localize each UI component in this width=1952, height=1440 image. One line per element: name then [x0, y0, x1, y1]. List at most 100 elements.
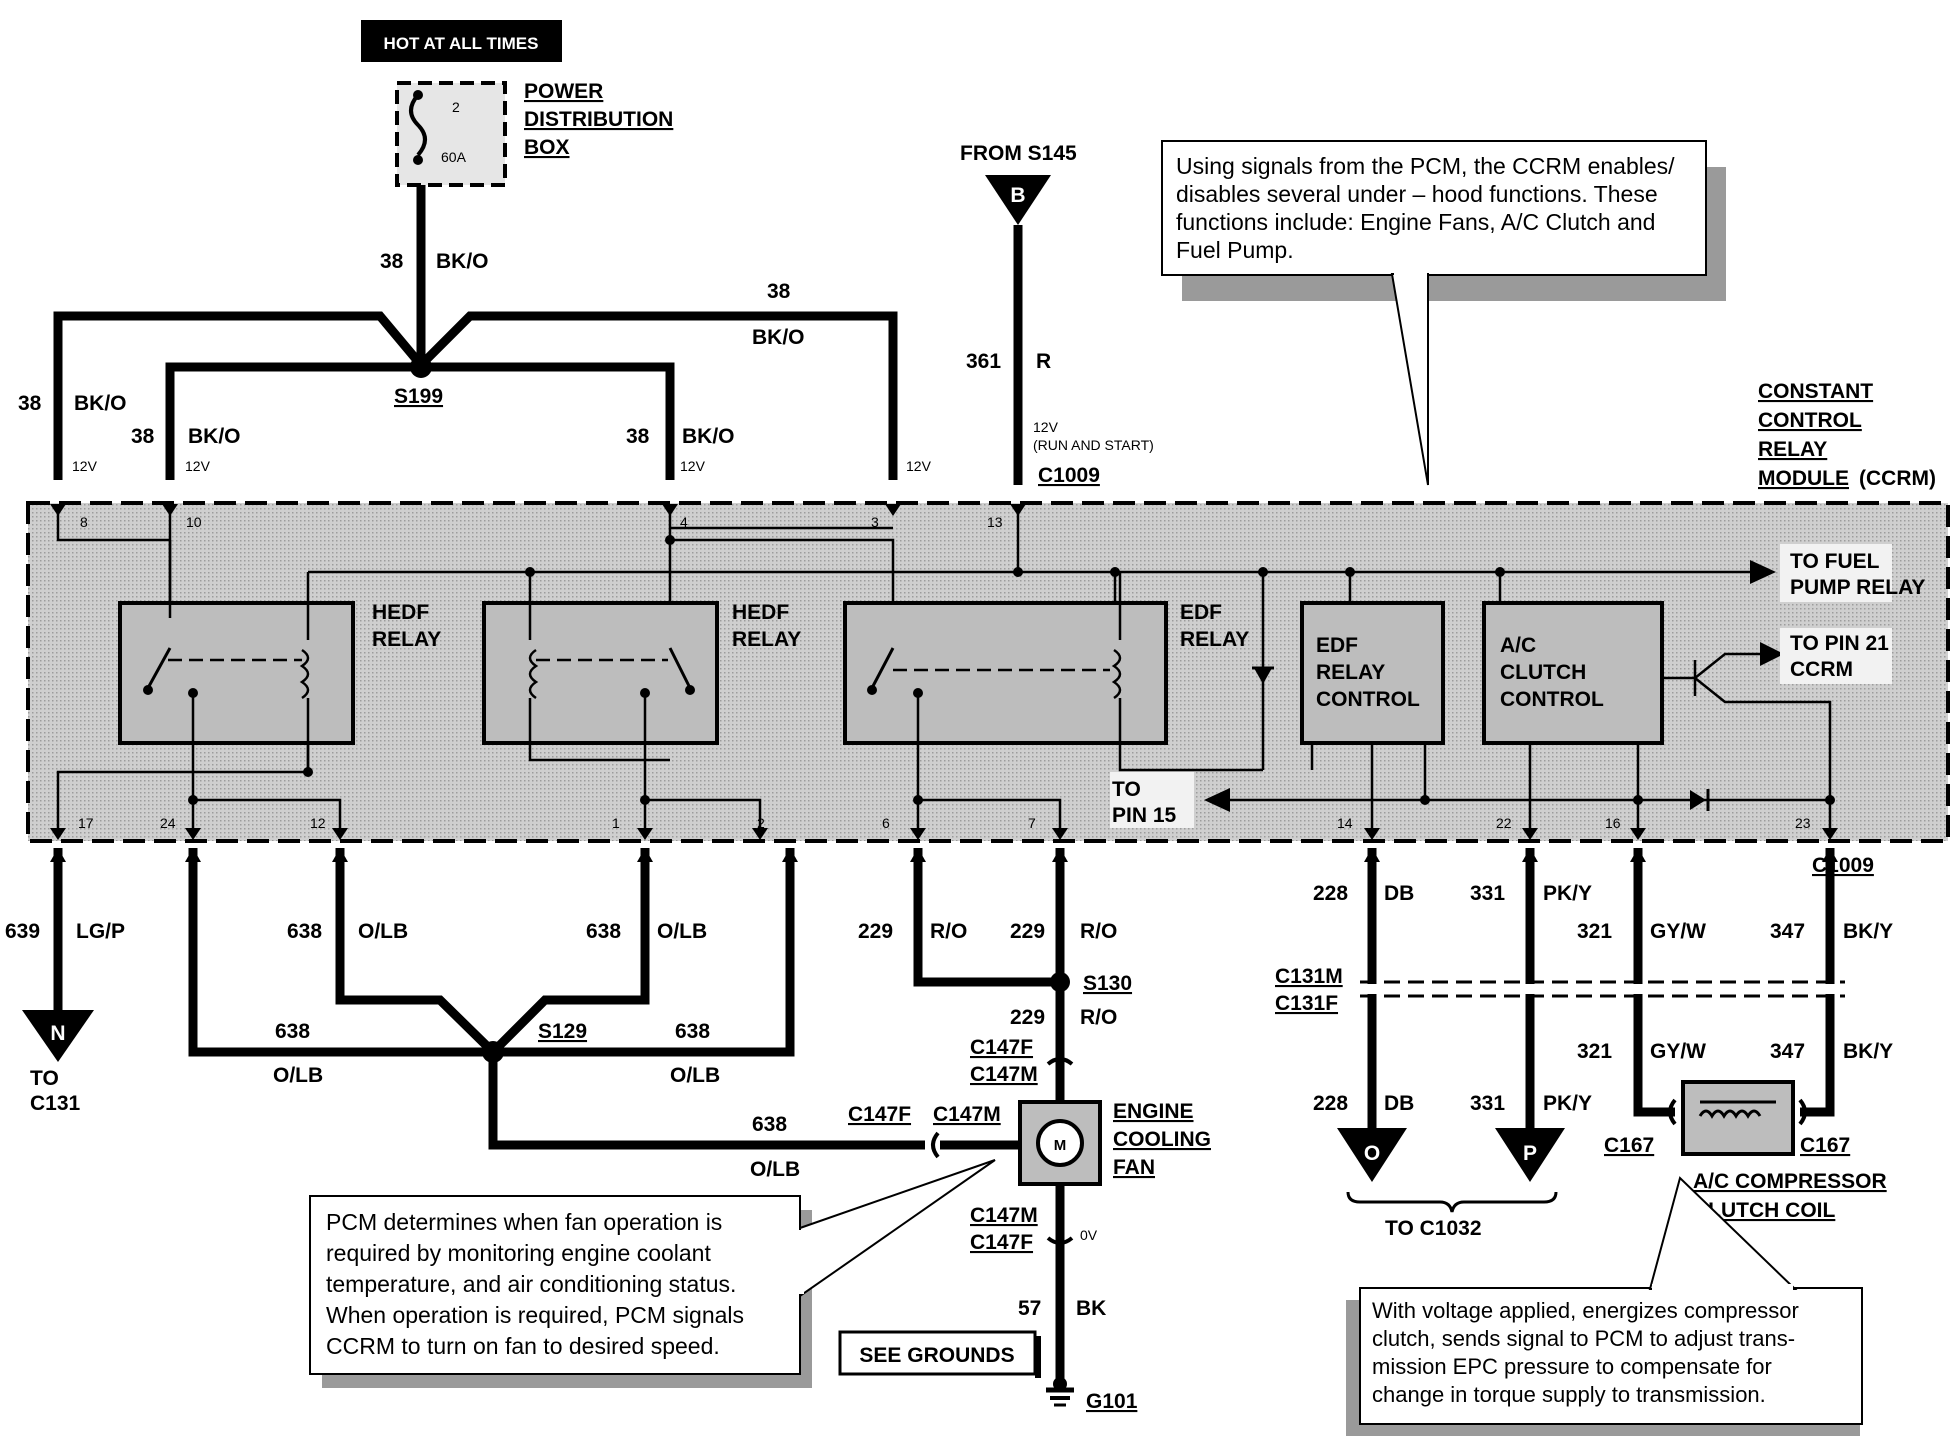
fuse-rating: 60A: [441, 149, 467, 165]
hedf-relay-label: RELAY: [372, 628, 441, 651]
color-label: BK/Y: [1843, 1040, 1893, 1063]
ac-coil-label: CLUTCH COIL: [1693, 1199, 1835, 1222]
connector-b-icon: [985, 175, 1051, 225]
to-c1032-label: TO C1032: [1385, 1217, 1482, 1240]
brace-icon: [1346, 1191, 1558, 1213]
left-output-wires: N 639 LG/P TO C131 638 O/LB 638 O/LB 638…: [5, 848, 1020, 1181]
to-pin15-label: TO: [1112, 778, 1141, 801]
fan-circuit: 229 R/O 229 R/O S130 229 R/O C147F C147M…: [858, 848, 1211, 1413]
relay-coil-icon: [299, 648, 310, 700]
voltage-label: 0V: [1080, 1227, 1098, 1243]
pcm-note-line: required by monitoring engine coolant: [326, 1240, 711, 1266]
diode-icon: [1690, 790, 1706, 810]
pdb-label-2: DISTRIBUTION: [524, 108, 673, 131]
edf-relay-control: EDF RELAY CONTROL: [1300, 601, 1445, 830]
pcm-note-line: PCM determines when fan operation is: [326, 1209, 722, 1235]
ac-control-label: CLUTCH: [1500, 661, 1586, 684]
see-grounds-label: SEE GROUNDS: [859, 1344, 1014, 1367]
see-grounds-button[interactable]: SEE GROUNDS: [838, 1330, 1041, 1378]
circuit-label: 229: [858, 920, 893, 943]
ccrm-module: 8 10 4 3 13 H: [26, 501, 1950, 843]
ccrm-label-line: RELAY: [1758, 438, 1827, 461]
circuit-label: 229: [1010, 1006, 1045, 1029]
s145-feed: FROM S145 B 361 R 12V (RUN AND START) C1…: [960, 142, 1154, 487]
connector-o-icon: [1337, 1128, 1407, 1182]
ccrm-label-line: (CCRM): [1859, 467, 1936, 490]
c147f-label: C147F: [970, 1036, 1033, 1059]
connector-n-icon: [22, 1010, 94, 1062]
pin-label: 22: [1496, 815, 1512, 831]
fuse-number: 2: [452, 99, 460, 115]
ac-control-label: A/C: [1500, 634, 1536, 657]
splice-s130-dot: [1050, 972, 1070, 992]
color-label: BK/O: [682, 425, 735, 448]
ccrm-label-line: CONTROL: [1758, 409, 1862, 432]
ground-icon: [1046, 1377, 1074, 1407]
pin-label: 4: [680, 514, 688, 530]
color-label: DB: [1384, 882, 1414, 905]
splice-s129-dot: [482, 1041, 504, 1063]
power-feed-wires: 38 BK/O S199 38 BK/O 38 BK/O 38 BK/O 38 …: [18, 185, 932, 480]
pcm-note-line: CCRM to turn on fan to desired speed.: [326, 1333, 720, 1359]
ccrm-note-line: Using signals from the PCM, the CCRM ena…: [1176, 153, 1675, 179]
connector-n-label: N: [50, 1022, 65, 1045]
circuit-label: 638: [275, 1020, 310, 1043]
c147m-label: C147M: [970, 1204, 1038, 1227]
ccrm-note-callout: Using signals from the PCM, the CCRM ena…: [1161, 140, 1726, 486]
c131f-label: C131F: [1275, 992, 1338, 1015]
clutch-note-line: mission EPC pressure to compensate for: [1372, 1354, 1772, 1379]
circuit-label: 361: [966, 350, 1001, 373]
pin-label: 13: [987, 514, 1003, 530]
ccrm-bottom-pins: 17 24 12 1 2 6 7 14 22 16 23: [50, 815, 1838, 840]
fan-label: ENGINE: [1113, 1100, 1194, 1123]
motor-label: M: [1054, 1137, 1067, 1154]
ac-control-label: CONTROL: [1500, 688, 1604, 711]
circuit-label: 321: [1577, 920, 1612, 943]
edf-relay-label: EDF: [1180, 601, 1222, 624]
color-label: O/LB: [657, 920, 707, 943]
right-output-wires: 228 DB 331 PK/Y 321 GY/W 347 BK/Y C131M …: [1275, 848, 1893, 1240]
clutch-note-line: change in torque supply to transmission.: [1372, 1382, 1766, 1407]
pin-label: 3: [871, 514, 879, 530]
circuit-label: 347: [1770, 920, 1805, 943]
ccrm-note-line: disables several under – hood functions.…: [1176, 181, 1658, 207]
hedf-relay-1: HEDF RELAY: [118, 540, 441, 800]
pdb-label-1: POWER: [524, 80, 603, 103]
pin-label: 10: [186, 514, 202, 530]
color-label: R/O: [1080, 1006, 1117, 1029]
circuit-label: 38: [18, 392, 42, 415]
circuit-label: 38: [131, 425, 155, 448]
pin-label: 24: [160, 815, 176, 831]
pin-label: 8: [80, 514, 88, 530]
from-s145-label: FROM S145: [960, 142, 1077, 165]
circuit-label: 331: [1470, 882, 1505, 905]
edf-relay-label: RELAY: [1180, 628, 1249, 651]
circuit-label: 57: [1018, 1297, 1041, 1320]
circuit-label: 38: [767, 280, 791, 303]
pin-label: 7: [1028, 815, 1036, 831]
to-fuel-pump-label: PUMP RELAY: [1790, 576, 1925, 599]
color-label: O/LB: [750, 1158, 800, 1181]
splice-s199-label: S199: [394, 385, 443, 408]
ccrm-label-line: CONSTANT: [1758, 380, 1873, 403]
pin-label: 6: [882, 815, 890, 831]
c1009-label: C1009: [1038, 464, 1100, 487]
splice-s129-label: S129: [538, 1020, 587, 1043]
splice-s199-dot: [410, 356, 432, 378]
circuit-label: 229: [1010, 920, 1045, 943]
color-label: LG/P: [76, 920, 125, 943]
connector-b-label: B: [1010, 184, 1025, 207]
connector-icon: [931, 1131, 940, 1159]
hedf-relay-2: HEDF RELAY: [482, 601, 801, 800]
power-distribution-box: 2 60A POWER DISTRIBUTION BOX: [395, 80, 673, 187]
to-pin21-label: CCRM: [1790, 658, 1853, 681]
arrow-right-icon: [1750, 560, 1776, 584]
to-fuel-pump-label: TO FUEL: [1790, 550, 1880, 573]
to-c131-label: TO: [30, 1067, 59, 1090]
voltage-label: 12V: [906, 458, 932, 474]
color-label: O/LB: [273, 1064, 323, 1087]
voltage-label: 12V: [72, 458, 98, 474]
ccrm-label-line: MODULE: [1758, 467, 1849, 490]
pin-label: 16: [1605, 815, 1621, 831]
